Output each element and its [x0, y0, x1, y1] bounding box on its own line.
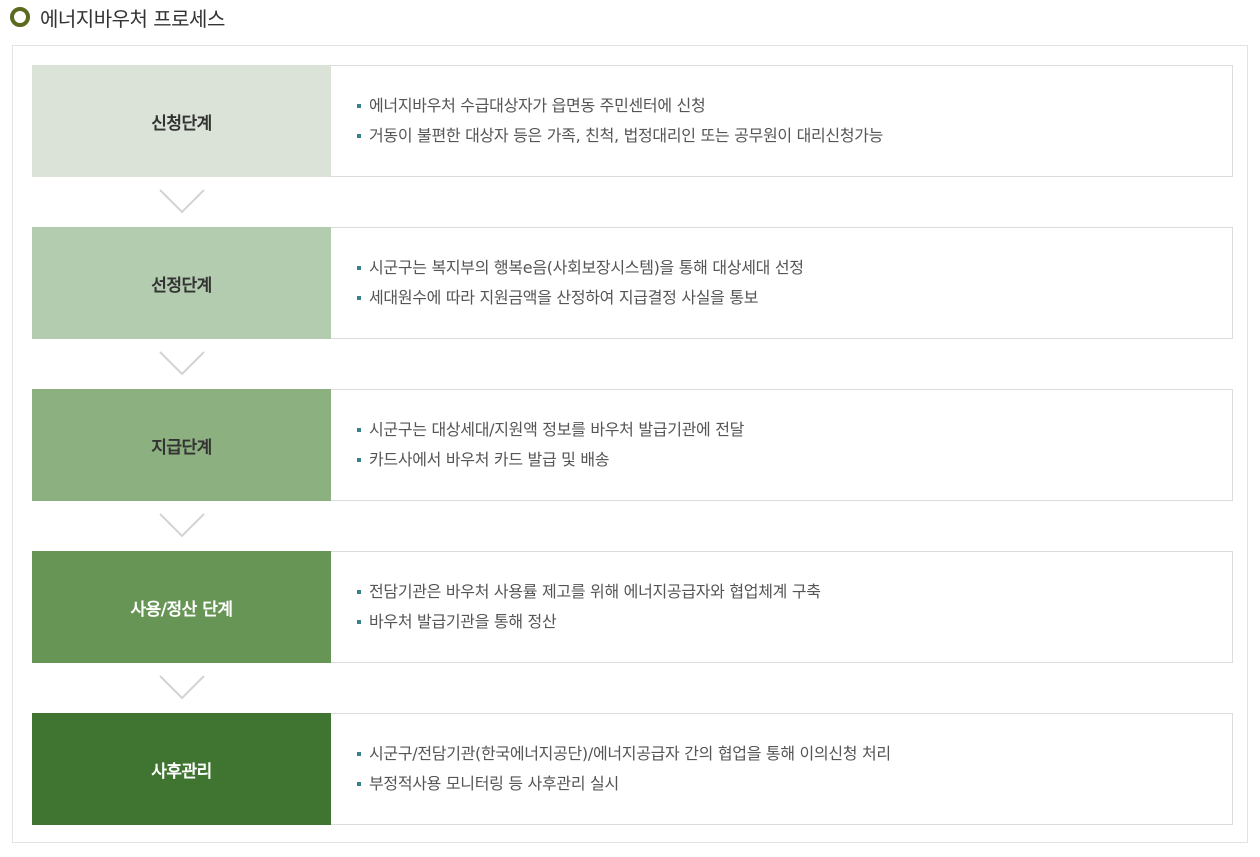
step-post-management: 사후관리 시군구/전담기관(한국에너지공단)/에너지공급자 간의 협업을 통해 …	[32, 713, 1233, 825]
step-label: 사후관리	[32, 713, 331, 825]
list-item-text: 바우처 발급기관을 통해 정산	[369, 612, 557, 631]
step-description: 시군구/전담기관(한국에너지공단)/에너지공급자 간의 협업을 통해 이의신청 …	[331, 713, 1233, 825]
list-item: 전담기관은 바우처 사용률 제고를 위해 에너지공급자와 협업체계 구축	[357, 577, 1232, 607]
step-payment: 지급단계 시군구는 대상세대/지원액 정보를 바우처 발급기관에 전달 카드사에…	[32, 389, 1233, 501]
square-bullet-icon	[357, 458, 361, 462]
chevron-down-icon	[159, 189, 205, 214]
list-item-text: 시군구/전담기관(한국에너지공단)/에너지공급자 간의 협업을 통해 이의신청 …	[369, 744, 891, 763]
list-item-text: 부정적사용 모니터링 등 사후관리 실시	[369, 774, 619, 793]
step-description: 전담기관은 바우처 사용률 제고를 위해 에너지공급자와 협업체계 구축 바우처…	[331, 551, 1233, 663]
step-description: 시군구는 대상세대/지원액 정보를 바우처 발급기관에 전달 카드사에서 바우처…	[331, 389, 1233, 501]
list-item-text: 카드사에서 바우처 카드 발급 및 배송	[369, 450, 610, 469]
chevron-down-icon	[159, 513, 205, 538]
list-item-text: 거동이 불편한 대상자 등은 가족, 친척, 법정대리인 또는 공무원이 대리신…	[369, 126, 884, 145]
list-item: 시군구/전담기관(한국에너지공단)/에너지공급자 간의 협업을 통해 이의신청 …	[357, 739, 1232, 769]
square-bullet-icon	[357, 620, 361, 624]
list-item: 부정적사용 모니터링 등 사후관리 실시	[357, 769, 1232, 799]
square-bullet-icon	[357, 266, 361, 270]
list-item-text: 에너지바우처 수급대상자가 읍면동 주민센터에 신청	[369, 96, 706, 115]
section-header: 에너지바우처 프로세스	[10, 0, 225, 34]
list-item-text: 시군구는 대상세대/지원액 정보를 바우처 발급기관에 전달	[369, 420, 745, 439]
circle-bullet-icon	[10, 7, 30, 27]
process-panel	[12, 45, 1248, 843]
step-description: 시군구는 복지부의 행복e음(사회보장시스템)을 통해 대상세대 선정 세대원수…	[331, 227, 1233, 339]
step-label: 사용/정산 단계	[32, 551, 331, 663]
square-bullet-icon	[357, 134, 361, 138]
step-selection: 선정단계 시군구는 복지부의 행복e음(사회보장시스템)을 통해 대상세대 선정…	[32, 227, 1233, 339]
step-label: 선정단계	[32, 227, 331, 339]
list-item: 시군구는 복지부의 행복e음(사회보장시스템)을 통해 대상세대 선정	[357, 253, 1232, 283]
square-bullet-icon	[357, 782, 361, 786]
list-item: 세대원수에 따라 지원금액을 산정하여 지급결정 사실을 통보	[357, 283, 1232, 313]
step-description: 에너지바우처 수급대상자가 읍면동 주민센터에 신청 거동이 불편한 대상자 등…	[331, 65, 1233, 177]
list-item-text: 세대원수에 따라 지원금액을 산정하여 지급결정 사실을 통보	[369, 288, 759, 307]
list-item-text: 시군구는 복지부의 행복e음(사회보장시스템)을 통해 대상세대 선정	[369, 258, 804, 277]
square-bullet-icon	[357, 752, 361, 756]
list-item: 거동이 불편한 대상자 등은 가족, 친척, 법정대리인 또는 공무원이 대리신…	[357, 121, 1232, 151]
step-apply: 신청단계 에너지바우처 수급대상자가 읍면동 주민센터에 신청 거동이 불편한 …	[32, 65, 1233, 177]
step-label: 신청단계	[32, 65, 331, 177]
square-bullet-icon	[357, 296, 361, 300]
list-item-text: 전담기관은 바우처 사용률 제고를 위해 에너지공급자와 협업체계 구축	[369, 582, 821, 601]
chevron-down-icon	[159, 675, 205, 700]
step-label: 지급단계	[32, 389, 331, 501]
page-title: 에너지바우처 프로세스	[40, 6, 225, 31]
chevron-down-icon	[159, 351, 205, 376]
list-item: 바우처 발급기관을 통해 정산	[357, 607, 1232, 637]
list-item: 에너지바우처 수급대상자가 읍면동 주민센터에 신청	[357, 91, 1232, 121]
step-use-settlement: 사용/정산 단계 전담기관은 바우처 사용률 제고를 위해 에너지공급자와 협업…	[32, 551, 1233, 663]
square-bullet-icon	[357, 428, 361, 432]
square-bullet-icon	[357, 104, 361, 108]
square-bullet-icon	[357, 590, 361, 594]
list-item: 카드사에서 바우처 카드 발급 및 배송	[357, 445, 1232, 475]
list-item: 시군구는 대상세대/지원액 정보를 바우처 발급기관에 전달	[357, 415, 1232, 445]
